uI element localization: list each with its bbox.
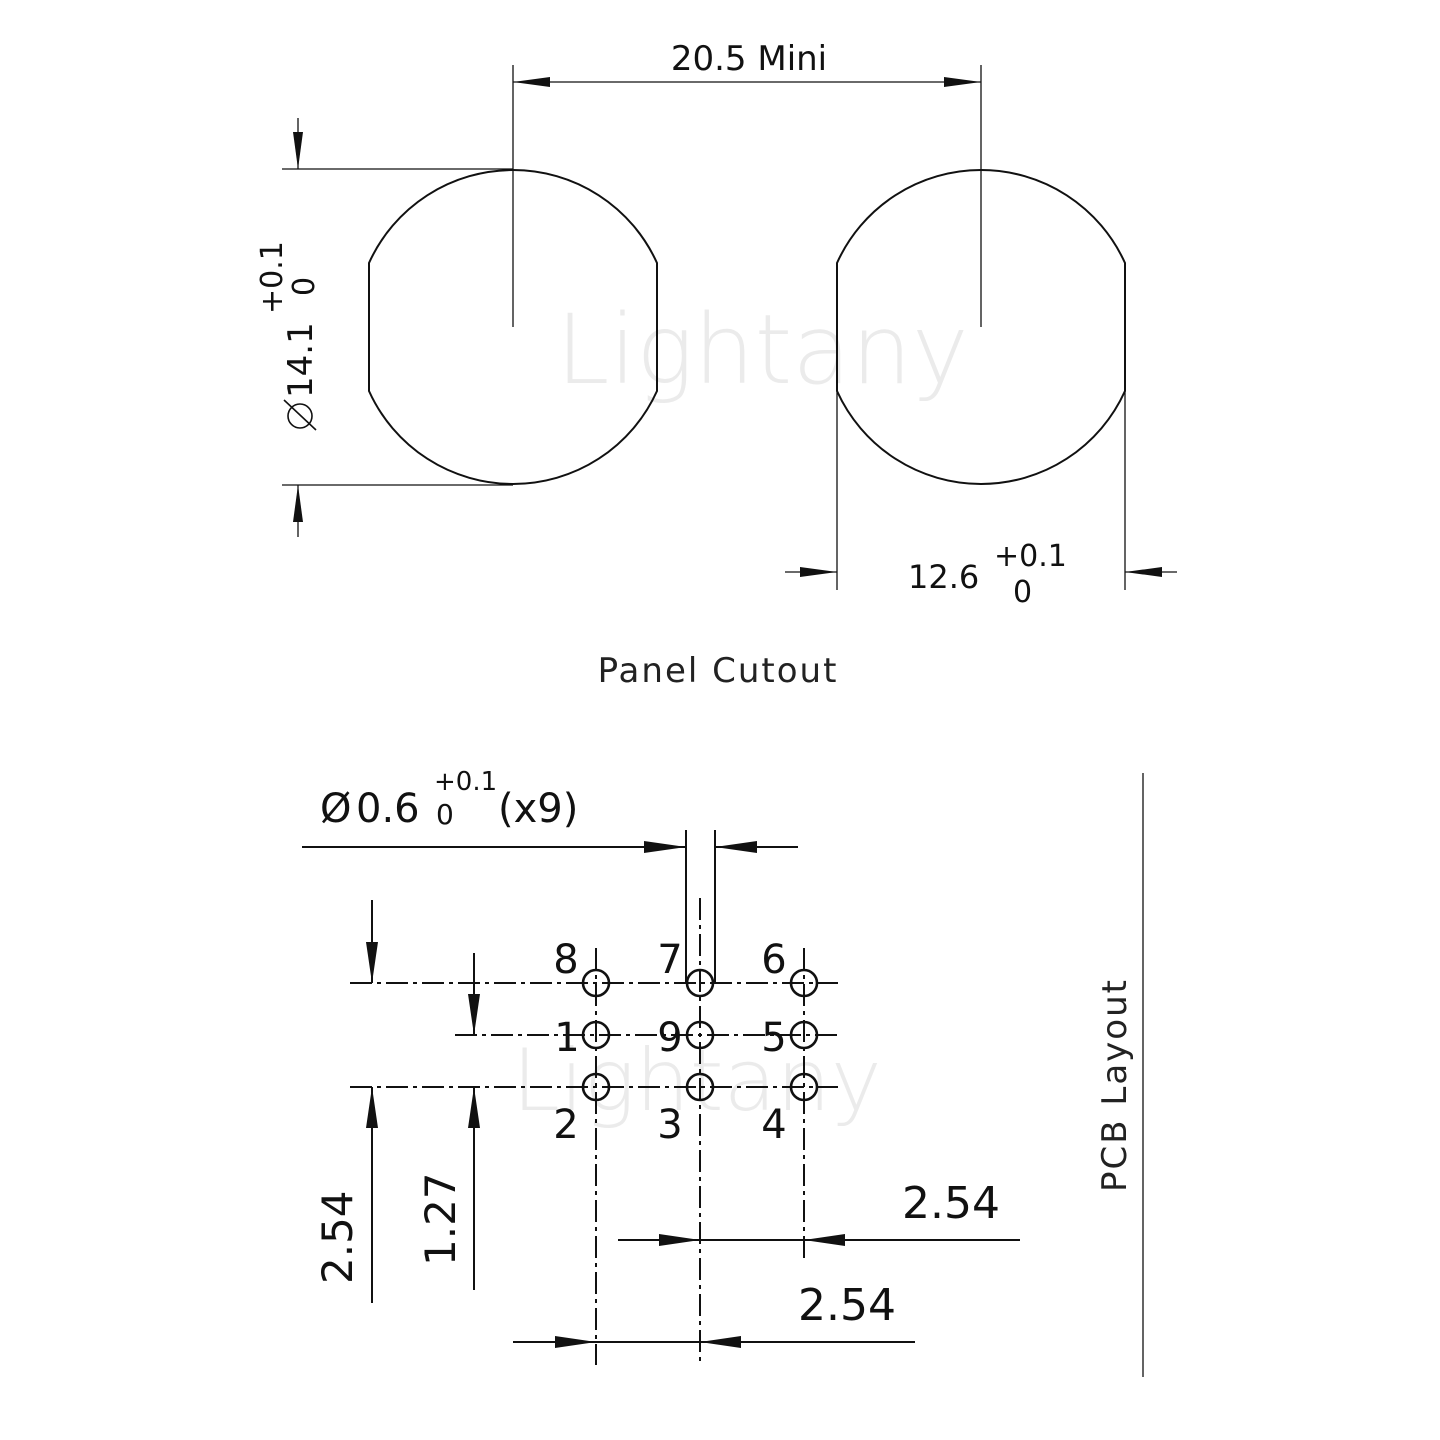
arrow-down [293,132,303,169]
arrow-hole-left [644,841,686,853]
pin-hole-9 [685,1020,715,1050]
diameter-value: 14.1 [281,322,321,398]
pin-label-2: 2 [553,1102,578,1148]
pin-label-1: 1 [554,1015,579,1061]
pin-hole-3 [685,1072,715,1102]
arrow-vdim-outer-down [366,942,378,983]
dim-flat-tol-lower: 0 [1013,575,1032,610]
pin-label-3: 3 [657,1102,682,1148]
dim-center-distance: 20.5 Mini [671,39,827,79]
panel-cutout-title: Panel Cutout [598,651,839,691]
arrow-hdim-left-b [700,1336,741,1348]
pcb-layout-section: Ø 0.6 +0.1 0 (x9) [302,767,1144,1377]
arrow-vdim-half-up [468,1087,480,1128]
pin-hole-6 [789,968,819,998]
arrow-hole-right [715,841,757,853]
pin-label-8: 8 [553,937,578,983]
pin-hole-8 [581,968,611,998]
pin-label-4: 4 [761,1102,786,1148]
hole-dia-symbol-icon: Ø [320,786,351,832]
pin-label-6: 6 [761,937,786,983]
hole-tol-upper: +0.1 [434,767,497,797]
arrow-right-flat [800,567,837,577]
arrow-left-flat [1125,567,1162,577]
hdim-right-value: 2.54 [902,1178,1000,1229]
dim-diameter-label: 14.1 +0.1 0 [255,241,322,431]
pin-hole-4 [789,1072,819,1102]
hole-count: (x9) [498,786,578,832]
arrow-left [513,77,550,87]
pin-hole-2 [581,1072,611,1102]
arrow-vdim-outer-up [366,1087,378,1128]
dim-flat-value: 12.6 [908,558,979,596]
arrow-hdim-left-a [555,1336,596,1348]
arrow-hdim-right-b [804,1234,845,1246]
pin-hole-5 [789,1020,819,1050]
arrow-right [944,77,981,87]
pin-label-5: 5 [761,1015,786,1061]
dim-flat-tol-upper: +0.1 [994,539,1067,574]
hole-tol-lower: 0 [436,798,454,831]
pcb-layout-title: PCB Layout [1095,978,1135,1192]
pin-label-7: 7 [657,937,682,983]
pin-hole-7 [685,968,715,998]
vdim-half-value: 1.27 [416,1172,465,1266]
hole-dia-value: 0.6 [356,786,420,832]
panel-cutout-section: 20.5 Mini 14.1 +0.1 0 12.6 +0.1 0 Panel … [255,39,1177,691]
vdim-outer-value: 2.54 [313,1190,362,1284]
diameter-symbol-icon [287,403,313,429]
diameter-tol-lower: 0 [287,277,322,296]
hole-spec-label: Ø 0.6 +0.1 0 (x9) [320,767,578,832]
watermark-top: Lightany [556,294,969,406]
arrow-vdim-half-down [468,994,480,1035]
diameter-tol-upper: +0.1 [255,241,290,314]
arrow-up [293,485,303,522]
pin-holes [581,968,819,1102]
hdim-left-value: 2.54 [798,1280,896,1331]
pin-hole-1 [581,1020,611,1050]
cutout-left-outline [368,169,658,485]
arrow-hdim-right-a [659,1234,700,1246]
pin-label-9: 9 [657,1015,682,1061]
pin-labels: 8 7 6 1 9 5 2 3 4 [553,937,786,1148]
